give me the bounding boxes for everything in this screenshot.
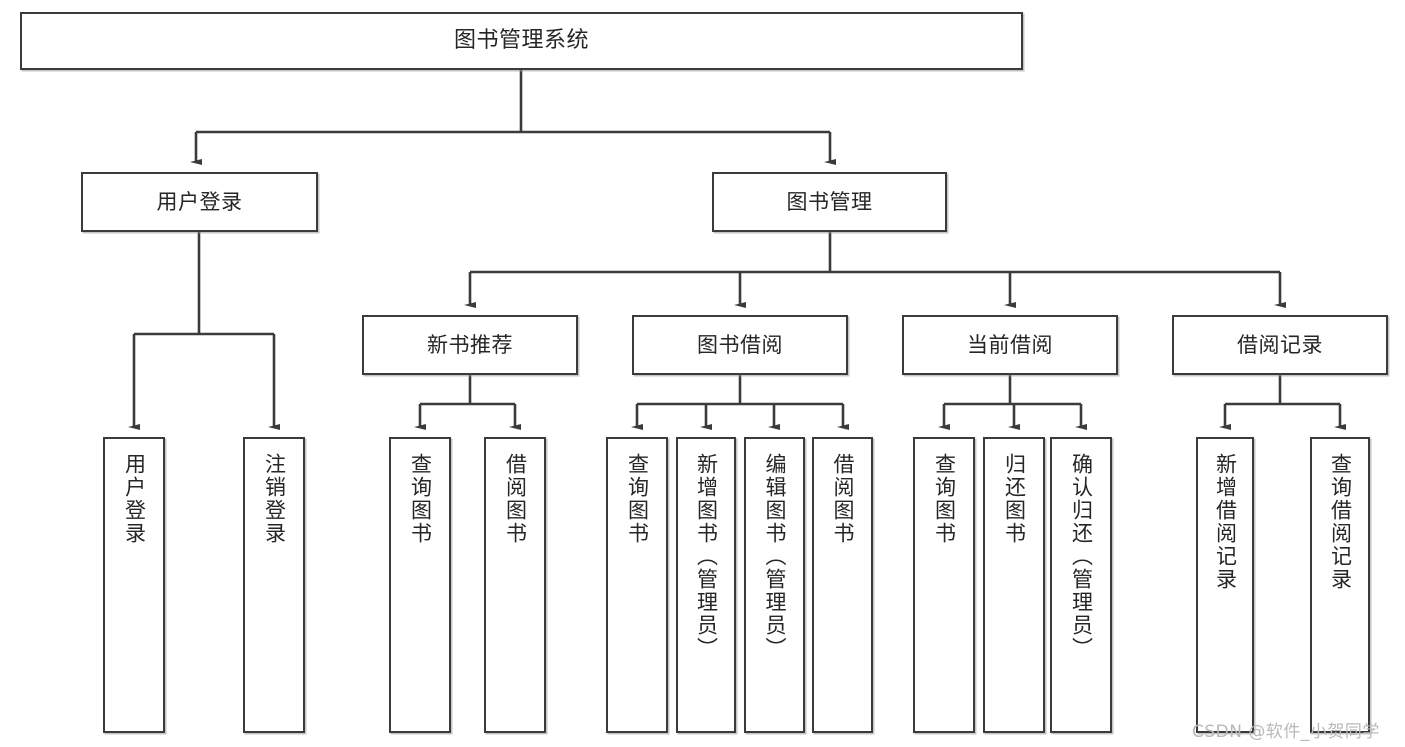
node-label: 归还图书 bbox=[1002, 453, 1027, 545]
node-current-borrow[interactable]: 当前借阅 bbox=[902, 315, 1118, 375]
node-leaf-add-record[interactable]: 新增借阅记录 bbox=[1196, 437, 1254, 733]
node-leaf-query-book-2[interactable]: 查询图书 bbox=[606, 437, 668, 733]
node-root-system[interactable]: 图书管理系统 bbox=[20, 12, 1023, 70]
node-label: 借阅图书 bbox=[831, 453, 856, 545]
node-leaf-add-book[interactable]: 新增图书（管理员） bbox=[676, 437, 736, 733]
node-leaf-borrow-book-1[interactable]: 借阅图书 bbox=[484, 437, 546, 733]
node-label: 图书管理 bbox=[786, 189, 873, 214]
node-leaf-logout[interactable]: 注销登录 bbox=[243, 437, 305, 733]
node-label: 新书推荐 bbox=[427, 332, 513, 357]
node-book-borrow[interactable]: 图书借阅 bbox=[632, 315, 848, 375]
node-label: 查询图书 bbox=[932, 453, 957, 545]
node-label: 新增图书（管理员） bbox=[694, 453, 719, 660]
node-leaf-query-record[interactable]: 查询借阅记录 bbox=[1310, 437, 1370, 733]
node-label: 图书借阅 bbox=[697, 332, 783, 357]
node-label: 编辑图书（管理员） bbox=[763, 453, 788, 660]
node-leaf-query-book-3[interactable]: 查询图书 bbox=[913, 437, 975, 733]
node-label: 查询图书 bbox=[408, 453, 433, 545]
node-label: 用户登录 bbox=[156, 189, 243, 214]
node-book-management[interactable]: 图书管理 bbox=[712, 172, 947, 232]
node-label: 查询图书 bbox=[625, 453, 650, 545]
node-leaf-user-login[interactable]: 用户登录 bbox=[103, 437, 165, 733]
node-new-book-recommend[interactable]: 新书推荐 bbox=[362, 315, 578, 375]
node-leaf-return-book[interactable]: 归还图书 bbox=[983, 437, 1045, 733]
node-label: 借阅记录 bbox=[1237, 332, 1323, 357]
node-leaf-query-book-1[interactable]: 查询图书 bbox=[389, 437, 451, 733]
node-user-login[interactable]: 用户登录 bbox=[81, 172, 318, 232]
node-label: 注销登录 bbox=[262, 453, 287, 545]
node-label: 当前借阅 bbox=[967, 332, 1053, 357]
node-label: 确认归还（管理员） bbox=[1069, 453, 1094, 660]
node-leaf-borrow-book-2[interactable]: 借阅图书 bbox=[812, 437, 873, 733]
node-label: 用户登录 bbox=[122, 453, 147, 545]
node-borrow-record[interactable]: 借阅记录 bbox=[1172, 315, 1388, 375]
node-leaf-confirm-return[interactable]: 确认归还（管理员） bbox=[1050, 437, 1112, 733]
node-label: 查询借阅记录 bbox=[1328, 453, 1353, 591]
node-label: 新增借阅记录 bbox=[1213, 453, 1238, 591]
node-label: 图书管理系统 bbox=[453, 28, 589, 54]
node-label: 借阅图书 bbox=[503, 453, 528, 545]
node-leaf-edit-book[interactable]: 编辑图书（管理员） bbox=[744, 437, 805, 733]
